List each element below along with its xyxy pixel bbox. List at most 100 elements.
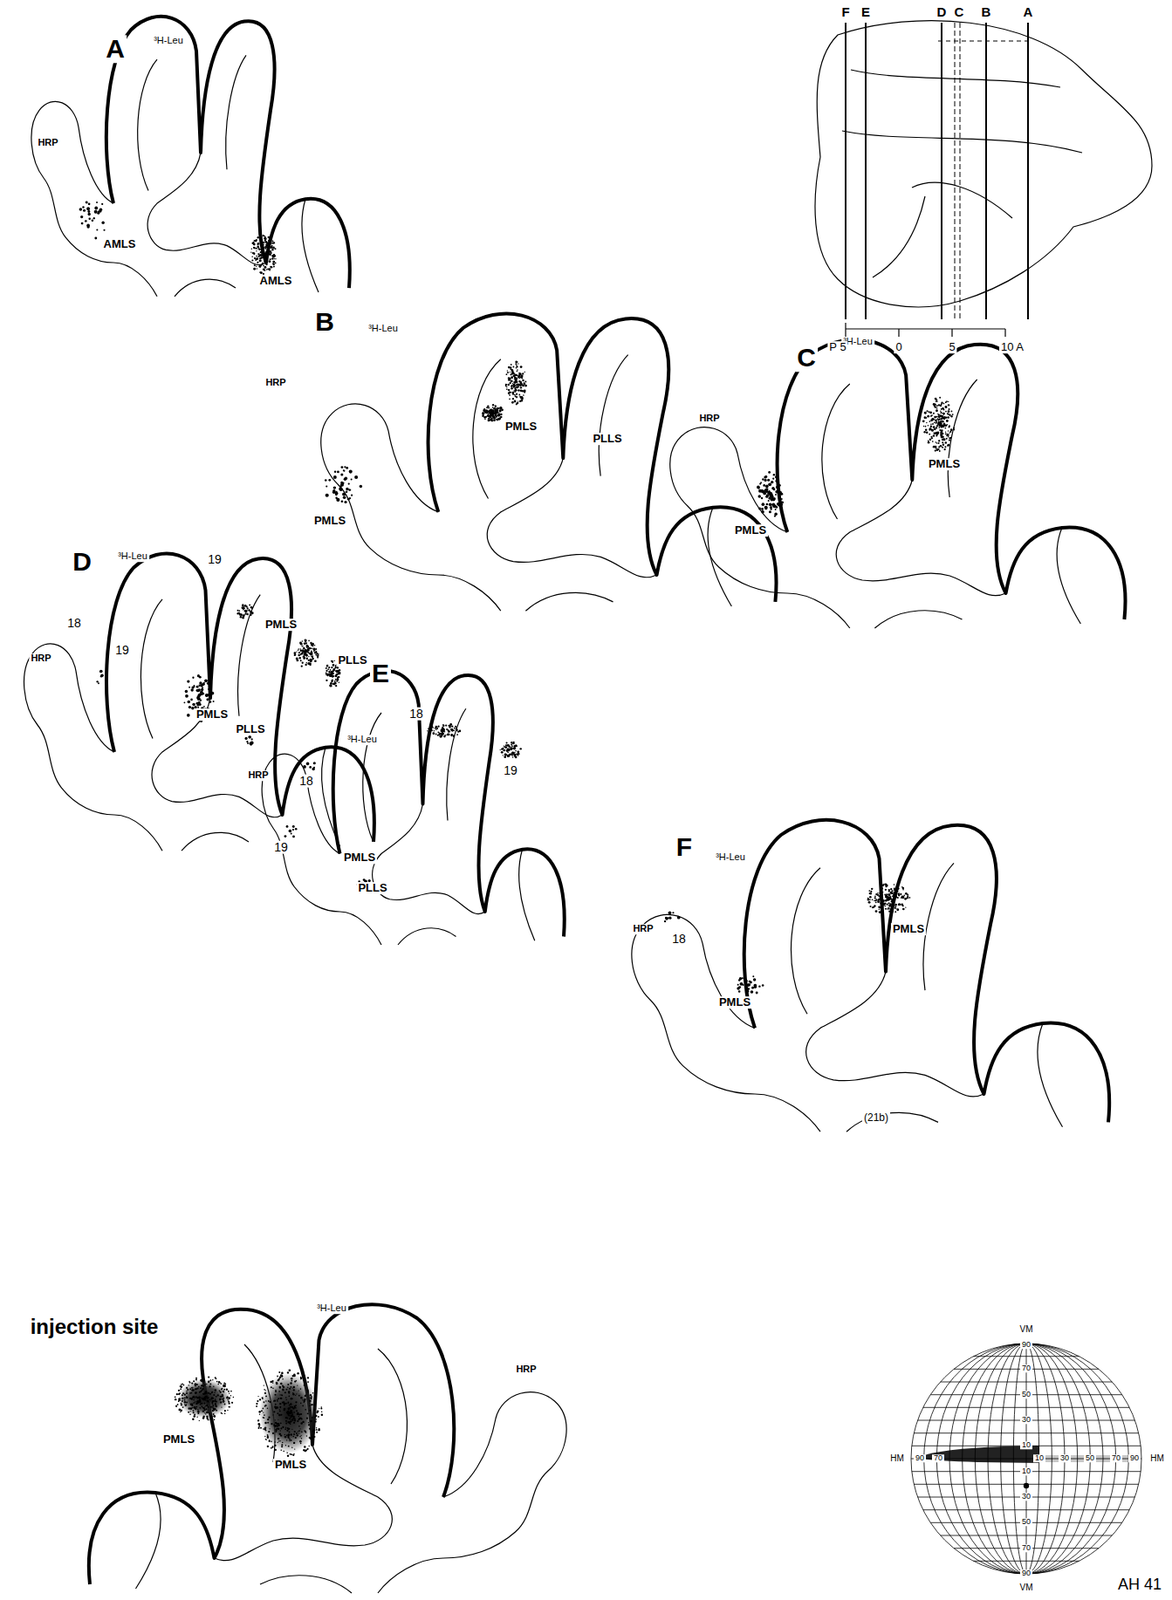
label-dot [205,1415,209,1419]
label-dot [219,1382,221,1384]
label-dot [222,1400,225,1403]
label-dot [215,1401,217,1403]
label-dot [482,410,485,412]
label-dot [349,470,353,474]
label-dot [884,883,887,886]
label-dot [241,616,245,620]
label-dot [195,1388,198,1391]
label-dot [515,381,518,384]
label-dot [174,1398,177,1401]
label-dot [502,747,505,750]
label-dot [262,265,265,268]
label-dot [294,654,296,657]
label-dot [890,910,894,913]
label-dot [267,239,270,242]
label-dot [304,639,307,642]
label-dot [209,1383,212,1385]
label-dot [455,729,459,733]
label-dot [778,484,782,487]
label-dot [890,912,892,914]
label-dot [952,427,955,430]
label-dot [191,1392,193,1395]
label-dot [875,901,878,904]
label-dot [212,1394,215,1397]
label-dot [945,401,947,404]
label-dot [190,688,193,692]
label-dot [332,664,336,667]
label-dot [316,655,319,658]
label-dot [664,920,666,923]
label-dot [888,890,891,893]
label-dot [260,271,263,275]
label-dot [194,1384,197,1386]
label-dot [198,1386,200,1389]
label-dot [311,1441,314,1444]
label-dot [677,916,681,920]
label-dot [934,449,937,452]
label-dot [191,1389,194,1392]
label-dot [447,733,450,736]
label-dot [185,1392,188,1395]
label-dot [315,1411,318,1414]
label-dot [428,732,431,734]
label-dot [359,485,363,488]
label-dot [769,503,772,506]
label-dot [435,726,438,728]
label-dot [209,1393,212,1396]
label-dot [488,409,491,412]
label-dot [363,878,366,882]
label-dot [514,394,516,397]
label-dot [905,897,908,900]
label-dot [196,1402,199,1406]
label-dot [510,747,514,750]
label-dot [777,504,780,507]
label-dot [335,680,338,683]
label-dot [196,685,199,689]
label-dot [748,980,752,984]
label-dot [275,1406,278,1409]
label-dot [884,889,887,891]
label-dot [870,888,873,891]
label-dot [227,1401,230,1404]
label-dot [894,893,897,896]
label-dot [278,1414,282,1418]
label-dot [212,1400,214,1403]
label-dot [262,246,265,249]
label-dot [287,1446,290,1448]
label-dot [445,728,448,731]
label-dot [947,430,949,432]
label-dot [308,766,312,769]
label-dot [265,251,268,254]
label-dot [264,247,267,250]
label-dot [520,747,522,750]
label-dot [260,253,262,256]
label-dot [882,891,884,893]
label-dot [190,699,193,702]
label-dot [274,247,276,250]
label-dot [949,431,952,433]
label-dot [219,1391,222,1394]
label-dot [251,255,254,258]
label-dot [448,726,451,729]
label-dot [513,372,515,375]
label-dot [220,1406,222,1408]
label-dot [202,1416,205,1419]
label-dot [951,411,953,413]
label-dot [242,607,246,610]
label-dot [894,904,897,907]
label-dot [246,607,249,610]
label-dot [95,201,98,204]
label-dot [940,420,943,423]
label-dot [500,409,504,412]
label-dot [431,732,435,735]
label-dot [498,418,501,421]
label-dot [944,448,946,451]
label-dot [186,679,190,683]
label-dot [192,685,195,688]
label-dot [507,752,509,754]
label-dot [517,389,521,392]
label-dot [279,1430,281,1432]
label-dot [446,733,450,737]
label-dot [199,1391,202,1393]
label-dot [213,1408,216,1411]
